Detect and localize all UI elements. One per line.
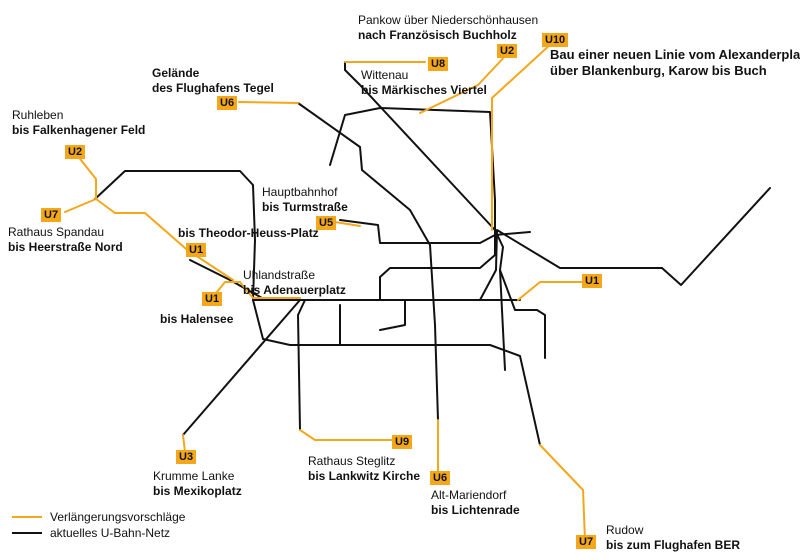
badge-u1-halensee: U1: [202, 292, 223, 306]
badge-u1-west: U1: [186, 243, 207, 257]
label-ruhleben: Ruhleben bis Falkenhagener Feld: [12, 108, 146, 137]
network-u5-line: [339, 219, 531, 244]
legend-network-label: aktuelles U-Bahn-Netz: [50, 525, 171, 540]
badge-u6-lichtenrade: U6: [430, 471, 451, 485]
label-krumme-lanke: Krumme Lanke bis Mexikoplatz: [153, 469, 242, 498]
network-u6-line: [297, 102, 439, 421]
legend-proposal-label: Verlängerungsvorschläge: [50, 509, 186, 524]
label-theodor-heuss: bis Theodor-Heuss-Platz: [178, 226, 319, 240]
proposal-u2-ruhleben: [76, 154, 97, 200]
network-u9-line: [297, 107, 496, 431]
badge-u6-tegel: U6: [217, 96, 238, 110]
badge-u10: U10: [542, 33, 569, 47]
badge-u9: U9: [392, 435, 413, 449]
label-pankow: Pankow über Niederschönhausen nach Franz…: [358, 13, 539, 42]
label-mariendorf: Alt-Mariendorf bis Lichtenrade: [431, 488, 520, 517]
legend-proposal-swatch: [12, 515, 42, 518]
legend-network: aktuelles U-Bahn-Netz: [12, 525, 170, 540]
label-u10: Bau einer neuen Linie vom Alexanderplatz…: [550, 47, 800, 78]
proposal-u2-pankow: [419, 52, 509, 114]
proposal-u7-spandau: [64, 198, 194, 256]
badge-u5: U5: [316, 216, 337, 230]
badge-u7-rudow: U7: [576, 535, 597, 549]
badge-u8: U8: [428, 57, 449, 71]
proposal-u5-turmstrasse: [334, 221, 361, 227]
legend-network-swatch: [12, 531, 42, 534]
badge-u2-ruhleben: U2: [65, 145, 86, 159]
label-halensee: bis Halensee: [160, 312, 234, 326]
label-hauptbahnhof: Hauptbahnhof bis Turmstraße: [262, 185, 348, 214]
proposal-u1-west: [194, 254, 234, 281]
proposal-u1-east: [517, 281, 593, 301]
badge-u1-east: U1: [582, 274, 603, 288]
network-u2-line: [189, 187, 771, 301]
label-rudow: Rudow bis zum Flughafen BER: [606, 523, 741, 552]
label-spandau: Rathaus Spandau bis Heerstraße Nord: [8, 225, 123, 254]
proposal-u6-tegel: [238, 101, 299, 104]
proposal-u10: [491, 42, 553, 231]
badge-u3: U3: [176, 450, 197, 464]
label-tegel: Gelände des Flughafens Tegel: [152, 66, 274, 95]
badge-u7-spandau: U7: [41, 208, 62, 222]
network-u3-line: [182, 299, 301, 436]
label-steglitz: Rathaus Steglitz bis Lankwitz Kirche: [308, 454, 421, 483]
network-u8-line: [344, 61, 546, 359]
label-uhlandstrasse: Uhlandstraße bis Adenauerplatz: [243, 268, 346, 297]
label-wittenau: Wittenau bis Märkisches Viertel: [361, 68, 487, 97]
network-u3b-line: [379, 299, 406, 331]
network-branch-line: [499, 269, 506, 371]
badge-u2-pankow: U2: [497, 44, 518, 58]
proposal-u1-halensee: [212, 281, 301, 299]
legend-proposals: Verlängerungsvorschläge: [12, 509, 185, 524]
proposal-u9-lankwitz: [299, 429, 401, 441]
proposal-u3-mexikoplatz: [182, 434, 186, 453]
proposal-u7-rudow: [539, 444, 586, 541]
